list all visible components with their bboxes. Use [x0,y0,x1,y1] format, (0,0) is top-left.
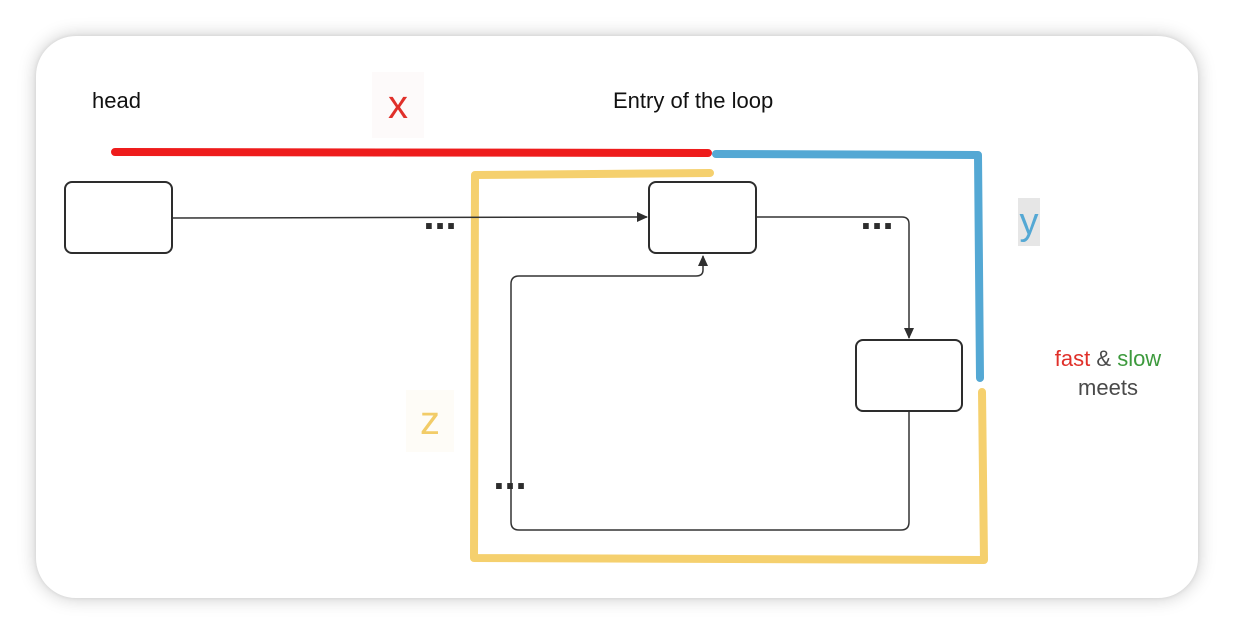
meets-label: meets [1078,375,1138,400]
segment-x-path [111,148,712,157]
segment-z-label: z [420,398,440,443]
edge-meeting-back-to-entry [510,256,910,531]
meeting-node [855,339,963,412]
edge-head-to-entry [171,212,648,223]
segment-x-label-box: x [372,72,424,138]
loop-entry-label: Entry of the loop [613,88,774,113]
head-node [64,181,173,254]
entry-node [648,181,757,254]
diagram-frame [36,36,1198,598]
segment-y-label-box: y [1018,198,1040,246]
ellipsis-entry-meeting: ... [860,194,893,238]
segment-y-label: y [1019,200,1039,243]
meeting-line-1: fast & slow [1040,344,1176,373]
edge-entry-to-meeting [756,216,914,339]
ampersand-label: & [1096,346,1112,371]
segment-z-label-box: z [406,390,454,452]
head-label: head [92,88,141,113]
segment-x-label: x [388,82,408,127]
slow-label: slow [1117,346,1162,371]
fast-label: fast [1054,346,1091,371]
segment-z-path [470,169,988,564]
meeting-point-label: fast & slow meets [1040,344,1176,402]
ellipsis-head-entry: ... [423,194,456,238]
segment-y-path [712,150,984,382]
ellipsis-loop-back: ... [493,454,526,498]
